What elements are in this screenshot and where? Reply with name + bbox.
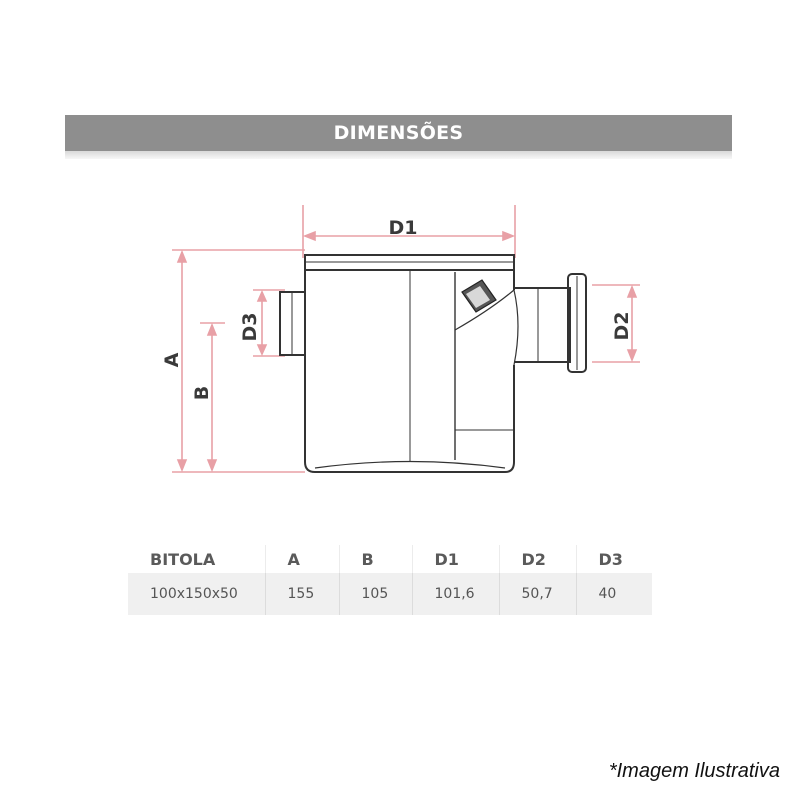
d3-arrow-top <box>256 290 268 302</box>
siphon-curve <box>454 289 515 331</box>
d2-arrow-bottom <box>626 349 638 363</box>
table-header-row: BITOLA A B D1 D2 D3 <box>128 545 652 573</box>
section-header: DIMENSÕES <box>65 115 732 151</box>
technical-drawing: D1 A B D3 D2 <box>161 205 640 473</box>
cell-b: 105 <box>338 573 412 615</box>
label-b: B <box>191 386 213 400</box>
cell-d2: 50,7 <box>498 573 576 615</box>
valve-detail <box>461 279 497 313</box>
col-header-a: A <box>264 545 339 573</box>
col-header-d1: D1 <box>411 545 499 573</box>
a-arrow-top <box>176 249 188 263</box>
outlet-collar <box>567 273 587 373</box>
label-d1: D1 <box>389 217 418 239</box>
outlet-curve <box>513 289 519 366</box>
illustrative-note: *Imagem Ilustrativa <box>608 760 780 782</box>
cell-d3: 40 <box>575 573 652 615</box>
main-wall <box>304 270 515 473</box>
label-a: A <box>161 352 183 367</box>
bottom-bulge <box>314 460 506 469</box>
col-header-d3: D3 <box>575 545 652 573</box>
d1-arrow-right <box>502 230 516 242</box>
col-header-bitola: BITOLA <box>128 545 265 573</box>
dimension-lines <box>172 205 640 473</box>
section-title: DIMENSÕES <box>333 122 464 144</box>
d1-arrow-left <box>302 230 316 242</box>
table-row: 100x150x50 155 105 101,6 50,7 40 <box>128 573 652 615</box>
outlet-pipe <box>514 287 571 363</box>
col-header-b: B <box>338 545 412 573</box>
label-d2: D2 <box>611 312 633 341</box>
header-shadow <box>65 151 732 159</box>
cell-d1: 101,6 <box>411 573 499 615</box>
valve-flap-face <box>466 286 490 308</box>
label-d3: D3 <box>239 313 261 342</box>
dimensions-table: BITOLA A B D1 D2 D3 100x150x50 155 105 1… <box>128 545 652 615</box>
col-header-d2: D2 <box>498 545 576 573</box>
cell-bitola: 100x150x50 <box>128 573 265 615</box>
d3-arrow-bottom <box>256 344 268 356</box>
b-arrow-bottom <box>206 459 218 473</box>
b-arrow-top <box>206 322 218 336</box>
drain-body <box>279 254 587 473</box>
a-arrow-bottom <box>176 459 188 473</box>
d2-arrow-top <box>626 284 638 298</box>
cell-a: 155 <box>264 573 339 615</box>
